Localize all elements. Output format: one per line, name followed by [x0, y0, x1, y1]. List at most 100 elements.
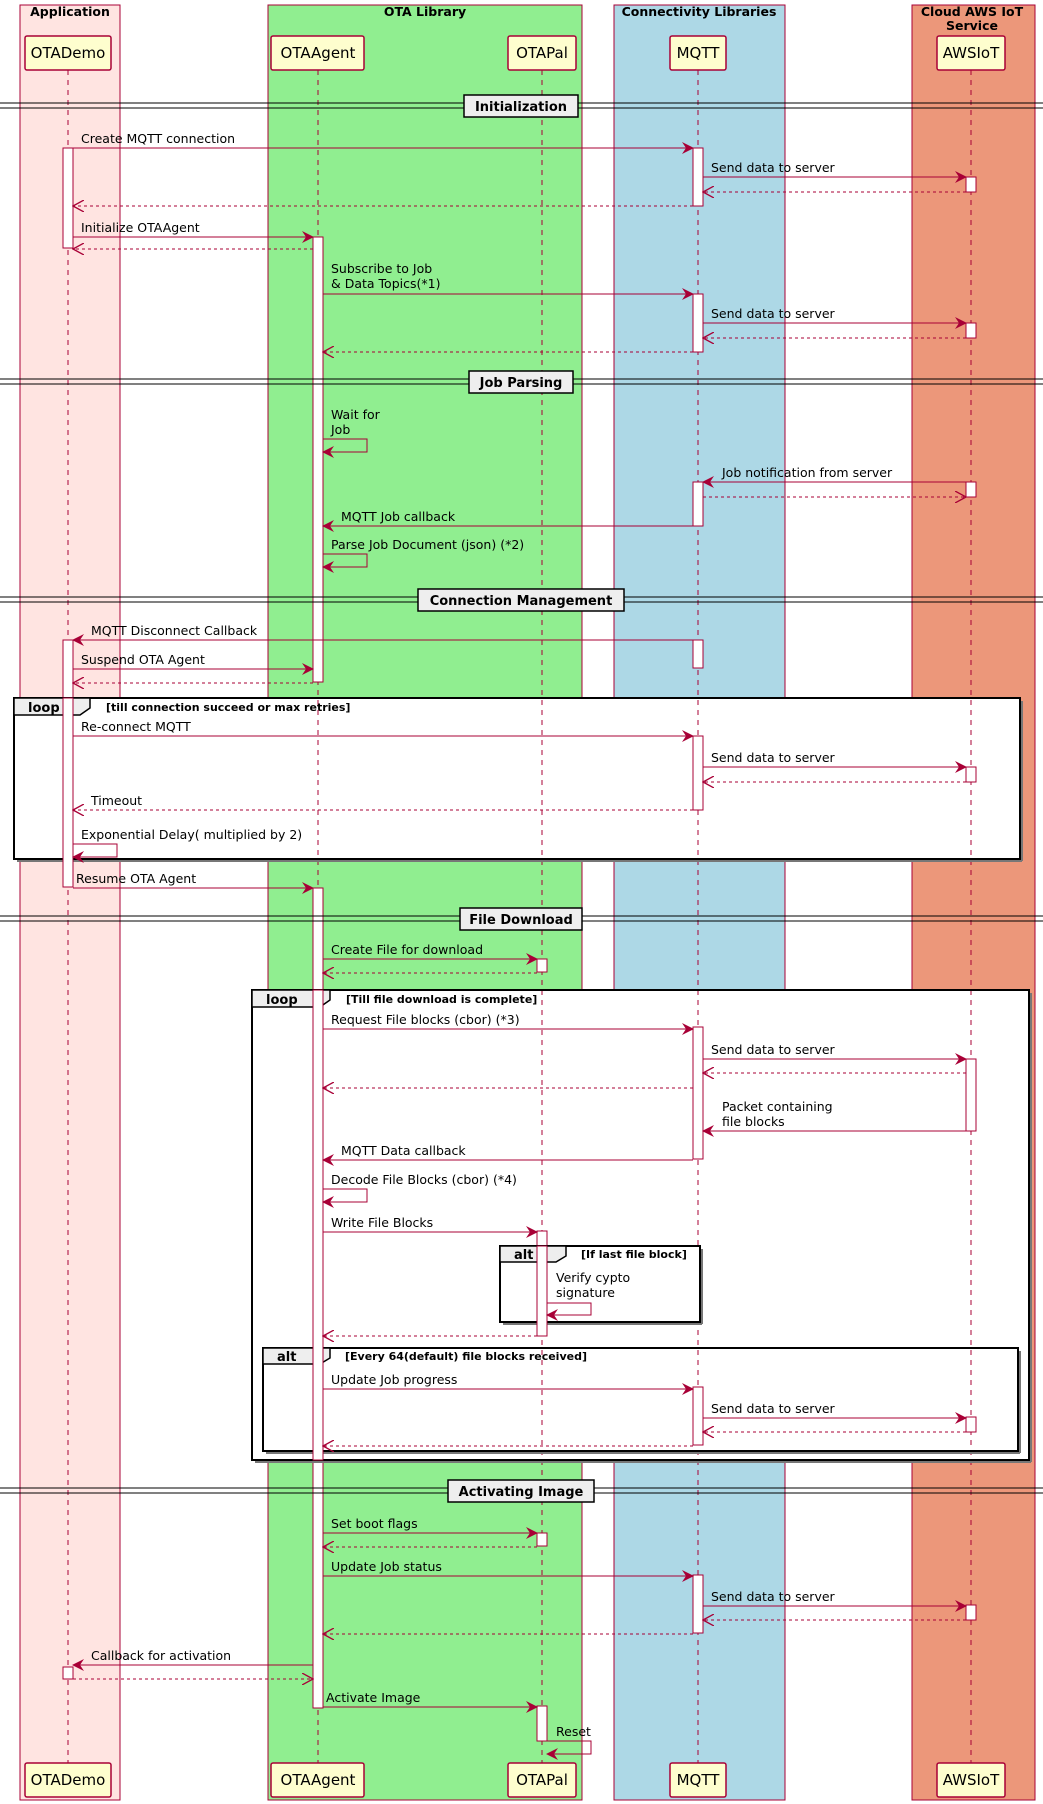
label-send1: Send data to server — [711, 160, 836, 175]
activation-awsiot-7 — [965, 1604, 977, 1621]
participant-otapal-label: OTAPal — [516, 44, 568, 62]
label-wait-2: Job — [330, 422, 350, 437]
label-request-blocks: Request File blocks (cbor) (*3) — [331, 1012, 520, 1027]
activation-otademo-3 — [62, 1666, 74, 1680]
label-activate: Activate Image — [326, 1690, 421, 1705]
participant-otademo-label: OTADemo — [31, 44, 106, 62]
label-timeout: Timeout — [90, 793, 142, 808]
label-write-blocks: Write File Blocks — [331, 1215, 433, 1230]
label-update-status: Update Job status — [331, 1559, 442, 1574]
svg-text:OTAAgent: OTAAgent — [281, 1771, 356, 1789]
activation-mqtt-1 — [692, 147, 704, 207]
activation-mqtt-8 — [692, 1574, 704, 1634]
activation-mqtt-2 — [692, 293, 704, 353]
svg-text:AWSIoT: AWSIoT — [943, 1771, 1000, 1789]
group-alt-progress: alt [Every 64(default) file blocks recei… — [262, 1347, 1021, 1454]
label-send3: Send data to server — [711, 750, 836, 765]
participant-otademo: OTADemo — [24, 35, 112, 71]
participant-otapal: OTAPal — [507, 35, 577, 71]
label-packet-1: Packet containing — [722, 1099, 833, 1114]
participant-otademo-bottom: OTADemo — [24, 1762, 112, 1798]
activation-awsiot-3 — [965, 481, 977, 498]
label-callback-activation: Callback for activation — [91, 1648, 231, 1663]
label-parse-job: Parse Job Document (json) (*2) — [331, 537, 524, 552]
activation-otapal-1 — [536, 958, 548, 973]
divider-file-download: File Download — [0, 907, 1043, 931]
msg-parse-job — [322, 553, 368, 573]
participant-mqtt: MQTT — [669, 35, 727, 71]
box-application: Application — [19, 4, 121, 1801]
participant-otaagent-label: OTAAgent — [281, 44, 356, 62]
activation-awsiot-1 — [965, 176, 977, 193]
msg-reset — [546, 1740, 592, 1760]
label-create-mqtt: Create MQTT connection — [81, 131, 235, 146]
box-connectivity-title: Connectivity Libraries — [622, 4, 777, 19]
participant-otaagent: OTAAgent — [270, 35, 365, 71]
label-send4: Send data to server — [711, 1042, 836, 1057]
activation-otapal-3 — [536, 1532, 548, 1547]
label-create-file: Create File for download — [331, 942, 483, 957]
label-exp-delay: Exponential Delay( multiplied by 2) — [81, 827, 302, 842]
label-suspend: Suspend OTA Agent — [81, 652, 205, 667]
label-boot-flags: Set boot flags — [331, 1516, 418, 1531]
divider-file-download-label: File Download — [469, 913, 573, 928]
participant-otaagent-bottom: OTAAgent — [270, 1762, 365, 1798]
divider-connection-management: Connection Management — [0, 588, 1043, 612]
group-loop-download: loop [Till file download is complete] — [251, 989, 1032, 1463]
group-loop-download-keyword: loop — [266, 993, 298, 1008]
participant-mqtt-label: MQTT — [677, 44, 721, 62]
label-packet-2: file blocks — [722, 1114, 785, 1129]
group-alt-last-block: alt [If last file block] — [499, 1245, 703, 1325]
label-mqtt-data-cb: MQTT Data callback — [341, 1143, 466, 1158]
label-send5: Send data to server — [711, 1401, 836, 1416]
activation-otaagent-1 — [312, 236, 324, 683]
label-send2: Send data to server — [711, 306, 836, 321]
group-alt-last-block-keyword: alt — [514, 1248, 533, 1263]
label-subscribe-2: & Data Topics(*1) — [331, 276, 440, 291]
divider-activating-image-label: Activating Image — [459, 1485, 584, 1500]
activation-mqtt-3 — [692, 481, 704, 527]
participant-awsiot: AWSIoT — [936, 35, 1006, 71]
participant-otapal-bottom: OTAPal — [507, 1762, 577, 1798]
label-update-progress: Update Job progress — [331, 1372, 457, 1387]
group-loop-download-condition: [Till file download is complete] — [346, 993, 537, 1006]
box-cloud-title: Cloud AWS IoT — [921, 4, 1024, 19]
label-decode: Decode File Blocks (cbor) (*4) — [331, 1172, 517, 1187]
activation-otapal-4 — [536, 1705, 548, 1742]
divider-initialization-label: Initialization — [475, 100, 567, 115]
messages — [72, 142, 967, 1760]
activation-awsiot-2 — [965, 322, 977, 339]
group-alt-last-block-condition: [If last file block] — [581, 1248, 687, 1261]
msg-decode — [322, 1188, 368, 1208]
label-send6: Send data to server — [711, 1589, 836, 1604]
divider-initialization: Initialization — [0, 94, 1043, 118]
box-cloud: Cloud AWS IoT Service — [911, 4, 1036, 1801]
participants-bottom: OTADemo OTAAgent OTAPal MQTT AWSIoT — [24, 1762, 1006, 1798]
message-labels: Create MQTT connection Send data to serv… — [76, 131, 893, 1739]
divider-job-parsing: Job Parsing — [0, 370, 1043, 394]
activation-mqtt-4 — [692, 639, 704, 669]
group-alt-progress-keyword: alt — [277, 1350, 296, 1365]
participant-awsiot-label: AWSIoT — [943, 44, 1000, 62]
label-job-notification: Job notification from server — [721, 465, 893, 480]
label-mqtt-disconnect: MQTT Disconnect Callback — [91, 623, 258, 638]
msg-exp-delay — [72, 843, 118, 863]
label-reset: Reset — [556, 1724, 591, 1739]
label-init-agent: Initialize OTAAgent — [81, 220, 200, 235]
label-verify-2: signature — [556, 1285, 615, 1300]
label-subscribe-1: Subscribe to Job — [331, 261, 432, 276]
svg-text:OTADemo: OTADemo — [31, 1771, 106, 1789]
participant-mqtt-bottom: MQTT — [669, 1762, 727, 1798]
msg-verify — [546, 1302, 592, 1321]
box-ota-library-title: OTA Library — [384, 4, 466, 19]
participants-top: OTADemo OTAAgent OTAPal MQTT AWSIoT — [24, 35, 1006, 71]
group-loop-connection-condition: [till connection succeed or max retries] — [106, 701, 350, 714]
label-wait-1: Wait for — [331, 407, 381, 422]
activation-otademo-1 — [62, 147, 74, 249]
divider-connection-management-label: Connection Management — [430, 594, 613, 609]
msg-wait-job — [322, 438, 368, 458]
box-connectivity: Connectivity Libraries — [613, 4, 786, 1801]
box-application-title: Application — [30, 4, 110, 19]
group-loop-connection-keyword: loop — [28, 701, 60, 716]
